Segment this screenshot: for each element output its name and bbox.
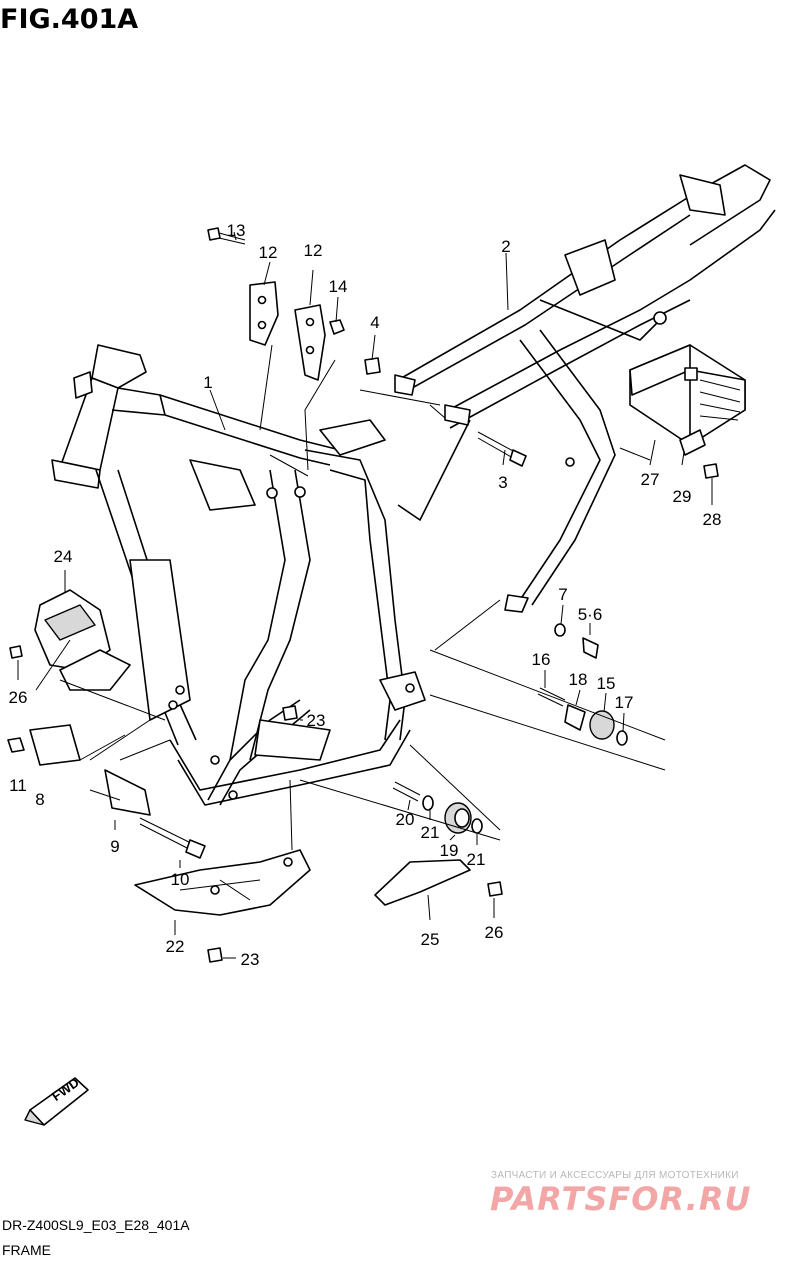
control-unit-drawing [629,344,746,456]
callout-12b: 12 [304,241,323,260]
callout-16: 16 [532,650,551,669]
callout-26a: 26 [9,688,28,707]
callout-23b: 23 [241,950,260,969]
callout-17: 17 [615,693,634,712]
callout-28: 28 [703,510,722,529]
rear-subframe-drawing [394,164,776,613]
callout-1: 1 [203,373,212,392]
callout-15: 15 [597,674,616,693]
callout-9: 9 [110,837,119,856]
callout-26b: 26 [485,923,504,942]
callout-10: 10 [171,870,190,889]
callout-23a: 23 [307,711,326,730]
callout-12a: 12 [259,243,278,262]
diagram-name: FRAME [2,1242,51,1258]
callout-21a: 21 [421,823,440,842]
callout-25: 25 [421,930,440,949]
callout-22: 22 [166,937,185,956]
callout-27: 27 [641,470,660,489]
callout-8: 8 [35,790,44,809]
callout-numbers: 1 2 3 4 5·6 7 8 9 10 11 12 12 13 14 15 1… [9,221,722,969]
callout-24: 24 [54,547,73,566]
figure-title: FIG.401A [0,4,139,35]
callout-4: 4 [370,313,379,332]
callout-14: 14 [329,277,348,296]
main-frame-drawing [51,344,426,806]
watermark-logo: PARTSFOR.RU [490,1180,752,1218]
callout-7: 7 [558,585,567,604]
diagram-code: DR-Z400SL9_E03_E28_401A [2,1217,190,1233]
leader-lines [17,231,713,959]
watermark-tagline: ЗАПЧАСТИ И АКСЕССУАРЫ ДЛЯ МОТОТЕХНИКИ [491,1170,739,1181]
callout-2: 2 [501,237,510,256]
callout-19: 19 [440,841,459,860]
callout-18: 18 [569,670,588,689]
callout-21b: 21 [467,850,486,869]
callout-13: 13 [227,221,246,240]
small-parts-drawing [7,227,719,1126]
callout-11: 11 [9,776,27,795]
callout-5-6: 5·6 [578,605,603,624]
callout-29: 29 [673,487,692,506]
callout-20: 20 [396,810,415,829]
callout-3: 3 [498,473,507,492]
